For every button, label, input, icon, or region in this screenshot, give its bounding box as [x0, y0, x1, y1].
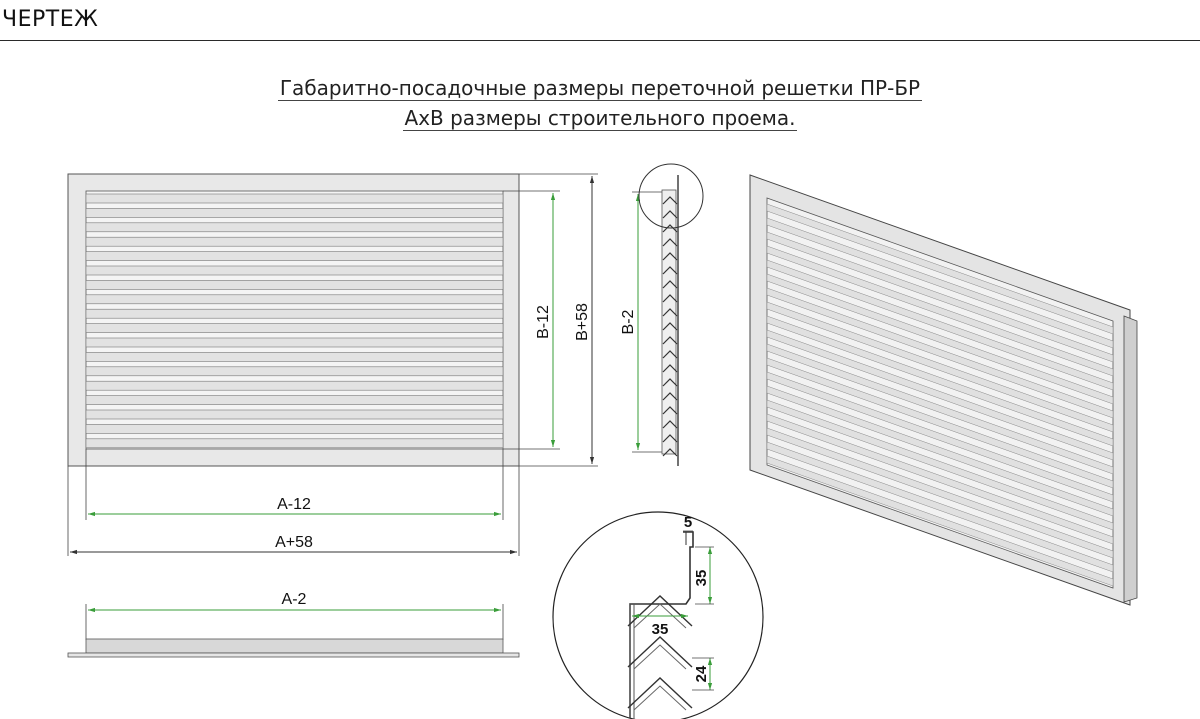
- dim-label-a12: A-12: [277, 496, 311, 513]
- slat: [85, 265, 504, 276]
- slat: [85, 424, 504, 434]
- chevron: [662, 364, 678, 373]
- chevron: [662, 336, 678, 345]
- chevron: [662, 196, 678, 205]
- drawing-title-line2: АхВ размеры строительного проема.: [402, 106, 798, 131]
- dim-label-width: 35: [652, 621, 669, 638]
- logo: ЧЕРТЕЖ: [2, 7, 99, 32]
- perspective-slat: [766, 371, 1114, 503]
- dim-label-depth: 35: [693, 570, 710, 587]
- dim-label-a58: A+58: [275, 534, 313, 551]
- front-view: A-12 A+58 B-12 B+58: [67, 173, 598, 556]
- chevron: [662, 294, 678, 303]
- perspective-slat: [766, 217, 1114, 349]
- front-slats: [85, 193, 504, 449]
- slat: [85, 366, 504, 377]
- drawing-title-line1: Габаритно-посадочные размеры переточной …: [277, 76, 923, 101]
- chevron: [662, 378, 678, 387]
- perspective-slat: [766, 259, 1114, 391]
- slat: [85, 208, 504, 218]
- dim-label-flange: 5: [684, 514, 692, 531]
- chevron: [662, 280, 678, 289]
- slat: [85, 337, 504, 348]
- chevron: [662, 266, 678, 275]
- chevron: [662, 322, 678, 331]
- slat: [85, 236, 504, 247]
- perspective-slat: [766, 413, 1114, 545]
- dim-label-b2: B-2: [620, 309, 637, 334]
- perspective-slat: [766, 315, 1114, 447]
- chevron: [662, 448, 678, 457]
- perspective-slat: [766, 455, 1114, 587]
- perspective-slat: [766, 231, 1114, 363]
- chevron: [662, 252, 678, 261]
- dim-label-b12: B-12: [535, 305, 552, 339]
- chevron: [662, 350, 678, 359]
- bottom-view: A-2: [67, 591, 520, 658]
- perspective-slat: [766, 427, 1114, 559]
- chevron: [662, 308, 678, 317]
- side-view: B-2: [620, 163, 704, 466]
- detail-chevron: [627, 636, 693, 668]
- perspective-slat: [766, 245, 1114, 377]
- perspective-slats: [766, 203, 1114, 587]
- perspective-slat: [766, 203, 1114, 335]
- side-chevrons: [662, 196, 678, 457]
- slat: [85, 308, 504, 319]
- chevron: [662, 406, 678, 415]
- chevron: [662, 392, 678, 401]
- perspective-slat: [766, 357, 1114, 489]
- slat: [85, 380, 504, 391]
- detail-view: 5 35 35 24: [552, 511, 764, 719]
- dim-label-pitch: 24: [693, 665, 710, 682]
- slat: [85, 222, 504, 233]
- detail-chevron-inner: [633, 603, 687, 629]
- chevron: [662, 210, 678, 219]
- slat: [85, 294, 504, 305]
- detail-chevron-inner: [633, 685, 687, 711]
- slat: [85, 193, 504, 204]
- perspective-slat: [766, 273, 1114, 405]
- perspective-slat: [766, 301, 1114, 433]
- slat: [85, 323, 504, 333]
- slat: [85, 395, 504, 405]
- chevron: [662, 238, 678, 247]
- detail-callout-circle: [638, 163, 704, 229]
- perspective-view: [749, 174, 1138, 606]
- header: ЧЕРТЕЖ: [0, 0, 1200, 41]
- slat: [85, 251, 504, 261]
- detail-chevron-inner: [633, 644, 687, 670]
- perspective-slat: [766, 329, 1114, 461]
- chevron: [662, 420, 678, 429]
- perspective-slat: [766, 343, 1114, 475]
- dim-label-a2: A-2: [282, 591, 307, 608]
- chevron: [662, 434, 678, 443]
- perspective-slat: [766, 287, 1114, 419]
- perspective-slat: [766, 385, 1114, 517]
- chevron: [662, 224, 678, 233]
- dim-label-b58: B+58: [574, 303, 591, 341]
- slat: [85, 352, 504, 362]
- slat: [85, 438, 504, 449]
- perspective-slat: [766, 399, 1114, 531]
- slat: [85, 280, 504, 290]
- slat: [85, 409, 504, 420]
- perspective-slat: [766, 441, 1114, 573]
- detail-chevron: [627, 677, 693, 709]
